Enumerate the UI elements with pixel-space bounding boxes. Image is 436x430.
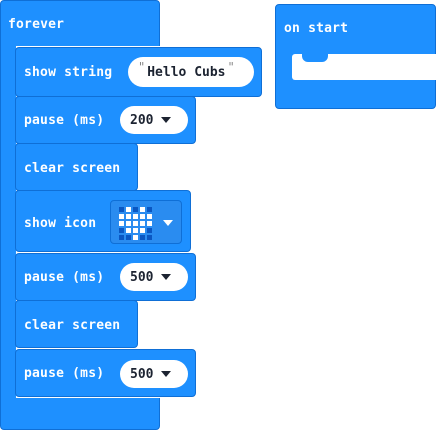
chevron-down-icon <box>163 220 173 226</box>
open-quote: " <box>138 60 146 74</box>
pause-label-3: pause (ms) <box>24 366 105 381</box>
pause-value-2: 500 <box>130 269 154 285</box>
icon-dropdown[interactable] <box>110 200 182 244</box>
close-quote: " <box>227 60 235 74</box>
pause-label-1: pause (ms) <box>24 113 105 128</box>
show-string-label: show string <box>24 65 113 80</box>
chevron-down-icon <box>161 371 172 377</box>
clear-screen-label-2: clear screen <box>24 318 121 333</box>
pause-dropdown-1[interactable]: 200 <box>120 106 188 134</box>
on-start-slot-notch <box>302 54 328 62</box>
pause-dropdown-2[interactable]: 500 <box>120 263 188 291</box>
pause-value-3: 500 <box>130 366 154 382</box>
chevron-down-icon <box>161 274 172 280</box>
forever-title: forever <box>8 17 65 32</box>
heart-icon <box>119 207 153 241</box>
clear-screen-label-1: clear screen <box>24 161 121 176</box>
show-string-input[interactable]: " Hello Cubs " <box>128 57 254 87</box>
show-icon-label: show icon <box>24 216 97 231</box>
chevron-down-icon <box>161 117 172 123</box>
pause-dropdown-3[interactable]: 500 <box>120 360 188 388</box>
pause-value-1: 200 <box>130 112 154 128</box>
clear-screen-block-2[interactable] <box>15 300 138 348</box>
clear-screen-block-1[interactable] <box>15 143 138 191</box>
show-string-value: Hello Cubs <box>147 64 226 80</box>
pause-label-2: pause (ms) <box>24 270 105 285</box>
on-start-title: on start <box>284 21 349 36</box>
